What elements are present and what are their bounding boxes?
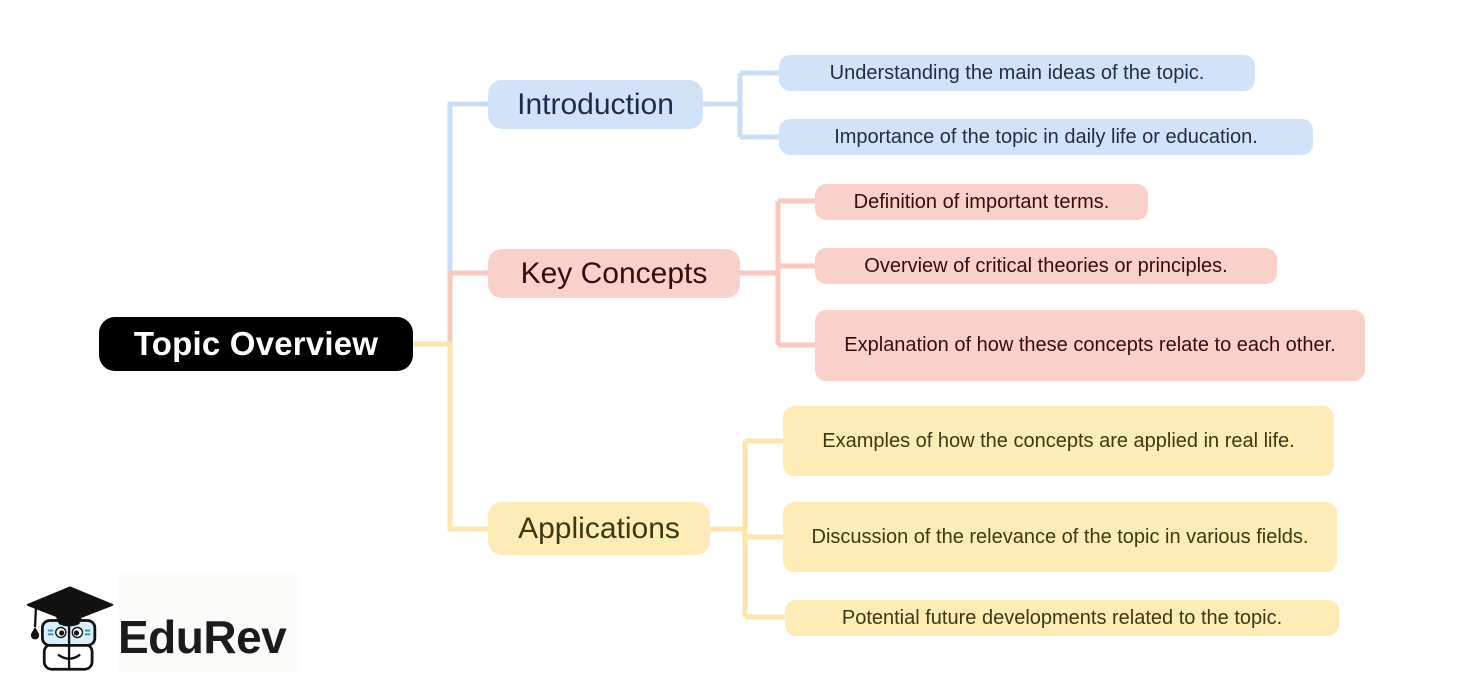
graduation-cap-books-mascot-icon <box>26 586 114 671</box>
branch-node-key-concepts[interactable]: Key Concepts <box>488 249 740 298</box>
leaf-node-introduction-2[interactable]: Importance of the topic in daily life or… <box>779 119 1313 155</box>
leaf-node-key-concepts-2[interactable]: Overview of critical theories or princip… <box>815 248 1277 284</box>
leaf-node-applications-1[interactable]: Examples of how the concepts are applied… <box>783 406 1334 476</box>
edurev-logo[interactable]: EduRev <box>24 580 287 672</box>
leaf-node-applications-2[interactable]: Discussion of the relevance of the topic… <box>783 502 1337 572</box>
branch-node-applications[interactable]: Applications <box>488 502 710 555</box>
logo-background <box>118 575 300 672</box>
edurev-logo-text: EduRev <box>118 611 287 663</box>
leaf-node-introduction-1[interactable]: Understanding the main ideas of the topi… <box>779 55 1255 91</box>
key-concepts-connector <box>447 198 815 348</box>
leaf-node-key-concepts-3[interactable]: Explanation of how these concepts relate… <box>815 310 1365 381</box>
applications-connector <box>413 341 785 620</box>
leaf-node-applications-3[interactable]: Potential future developments related to… <box>785 600 1339 636</box>
root-node-topic-overview[interactable]: Topic Overview <box>99 317 413 371</box>
introduction-connector <box>447 70 779 276</box>
branch-node-introduction[interactable]: Introduction <box>488 80 703 129</box>
leaf-node-key-concepts-1[interactable]: Definition of important terms. <box>815 184 1148 220</box>
